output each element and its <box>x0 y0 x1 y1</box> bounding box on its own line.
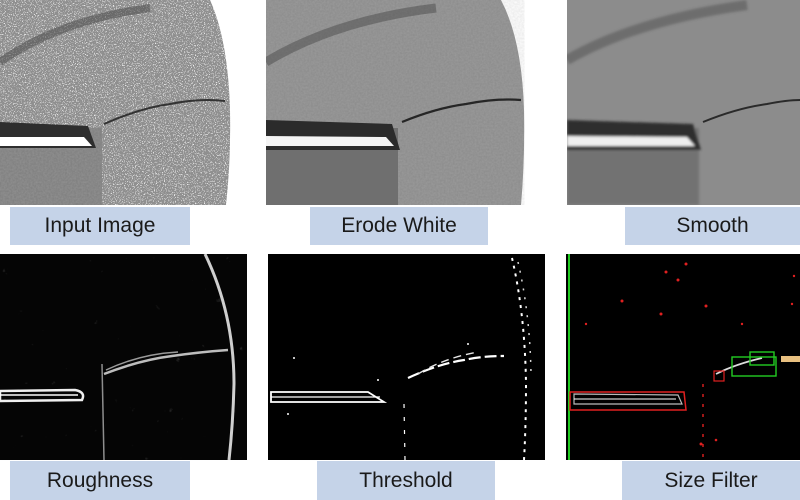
input-image-label: Input Image <box>10 207 190 245</box>
input-image-panel <box>0 0 233 205</box>
erode-white-image <box>266 0 527 205</box>
smooth-image <box>567 0 800 205</box>
roughness-image <box>0 254 247 460</box>
size-filter-panel <box>566 254 800 460</box>
roughness-label: Roughness <box>10 461 190 500</box>
smooth-label: Smooth <box>625 207 800 245</box>
threshold-image <box>268 254 545 460</box>
threshold-label: Threshold <box>317 461 495 500</box>
threshold-panel <box>268 254 545 460</box>
roughness-panel <box>0 254 247 460</box>
size-filter-image <box>566 254 800 460</box>
smooth-panel <box>567 0 800 205</box>
input-image <box>0 0 233 205</box>
size-filter-label: Size Filter <box>622 461 800 500</box>
erode-white-label: Erode White <box>310 207 488 245</box>
erode-white-panel <box>266 0 527 205</box>
